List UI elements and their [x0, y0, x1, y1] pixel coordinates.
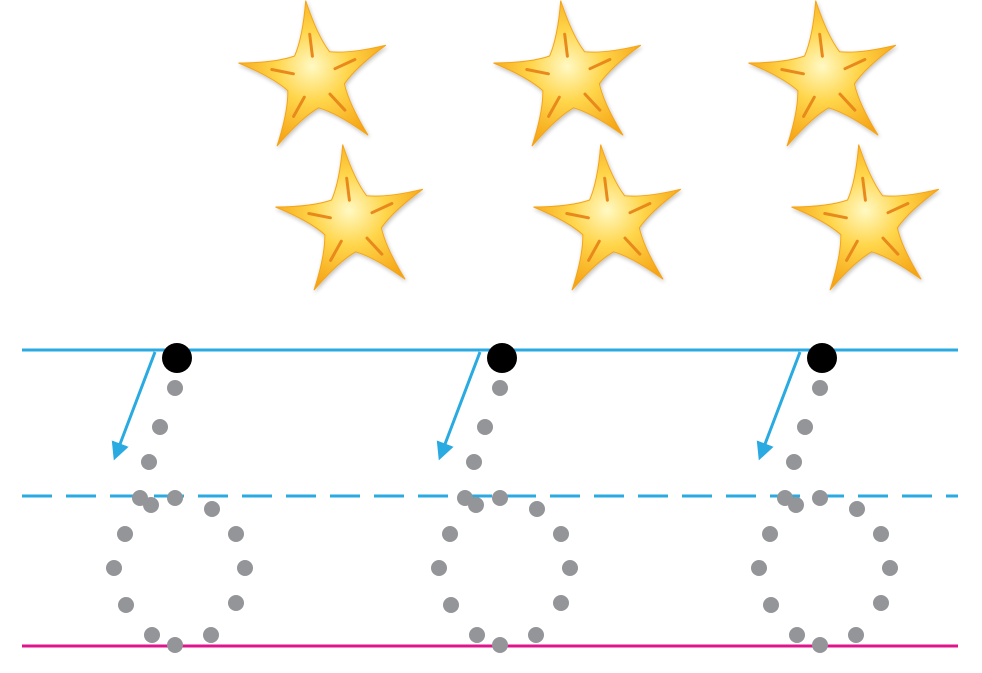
- trace-dot: [848, 627, 864, 643]
- trace-dot: [553, 526, 569, 542]
- trace-dot: [228, 526, 244, 542]
- trace-dot: [468, 497, 484, 513]
- trace-dot: [204, 501, 220, 517]
- trace-dot: [873, 526, 889, 542]
- starfish-group: [238, 0, 940, 291]
- trace-dot: [118, 597, 134, 613]
- trace-dot: [492, 380, 508, 396]
- trace-dot: [492, 490, 508, 506]
- start-dot: [162, 343, 192, 373]
- trace-dot: [152, 419, 168, 435]
- trace-dot: [477, 419, 493, 435]
- trace-dot: [882, 560, 898, 576]
- trace-dot: [492, 637, 508, 653]
- trace-dot: [562, 560, 578, 576]
- trace-dot: [443, 597, 459, 613]
- trace-dot: [228, 595, 244, 611]
- trace-dot: [762, 526, 778, 542]
- digit-six-tracing-group: [106, 343, 898, 653]
- digit-six-trace: [106, 343, 253, 653]
- starfish-icon: [533, 144, 682, 291]
- stroke-direction-arrow: [436, 351, 482, 461]
- trace-dot: [751, 560, 767, 576]
- starfish-icon: [275, 144, 424, 291]
- starfish-icon: [791, 144, 940, 291]
- trace-dot: [141, 454, 157, 470]
- starfish-icon: [748, 0, 897, 147]
- trace-dot: [167, 637, 183, 653]
- starfish-icon: [493, 0, 642, 147]
- trace-dot: [789, 627, 805, 643]
- trace-dot: [529, 501, 545, 517]
- trace-dot: [167, 380, 183, 396]
- trace-dot: [812, 637, 828, 653]
- start-dot: [487, 343, 517, 373]
- trace-dot: [442, 526, 458, 542]
- trace-dot: [106, 560, 122, 576]
- start-dot: [807, 343, 837, 373]
- trace-dot: [812, 380, 828, 396]
- trace-dot: [117, 526, 133, 542]
- trace-dot: [812, 490, 828, 506]
- trace-dot: [143, 497, 159, 513]
- trace-dot: [466, 454, 482, 470]
- trace-dot: [144, 627, 160, 643]
- stroke-direction-arrow: [111, 351, 157, 461]
- stroke-direction-arrow: [756, 351, 802, 461]
- trace-dot: [553, 595, 569, 611]
- trace-dot: [786, 454, 802, 470]
- trace-dot: [203, 627, 219, 643]
- trace-dot: [873, 595, 889, 611]
- trace-dot: [763, 597, 779, 613]
- trace-dot: [431, 560, 447, 576]
- digit-six-trace: [431, 343, 578, 653]
- trace-dot: [167, 490, 183, 506]
- trace-dot: [528, 627, 544, 643]
- trace-dot: [797, 419, 813, 435]
- trace-dot: [849, 501, 865, 517]
- trace-dot: [788, 497, 804, 513]
- trace-dot: [469, 627, 485, 643]
- starfish-icon: [238, 0, 387, 147]
- digit-six-trace: [751, 343, 898, 653]
- trace-dot: [237, 560, 253, 576]
